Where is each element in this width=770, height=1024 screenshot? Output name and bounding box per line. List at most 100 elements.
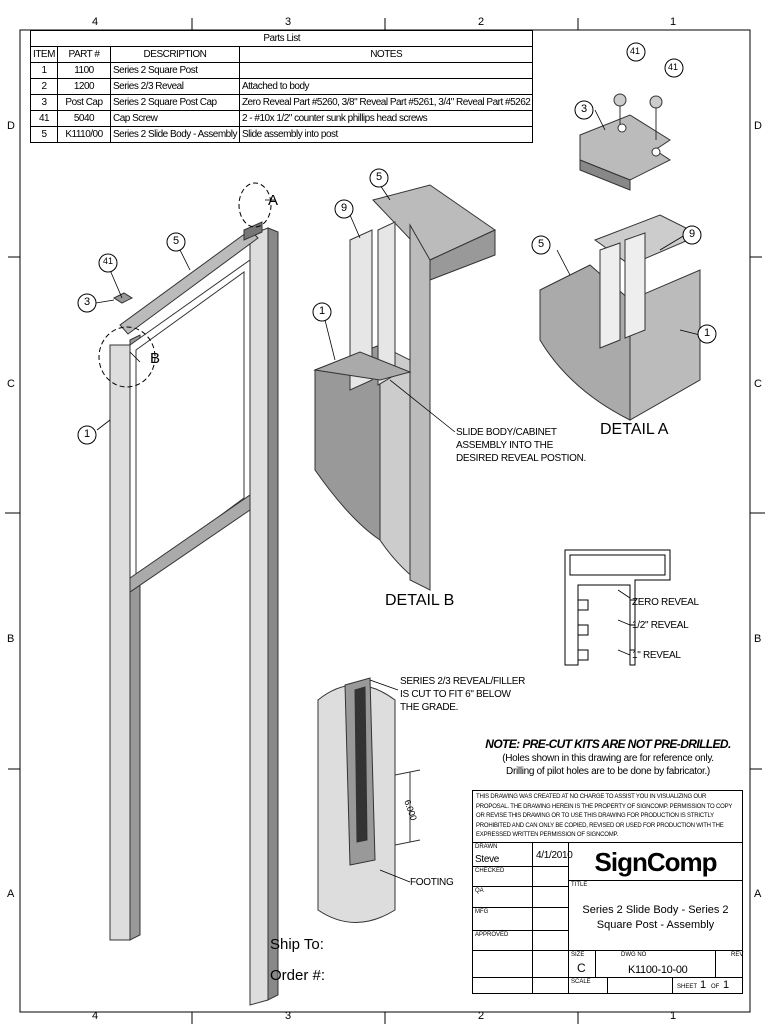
company-logo: SignComp	[594, 847, 718, 877]
balloons	[77, 42, 717, 445]
callout-5: 5	[173, 235, 180, 247]
dwg-no-label: DWG NO	[621, 952, 647, 958]
order-number-label: Order #:	[270, 967, 326, 984]
sheet-cell: SHEET 1 OF 1	[672, 977, 743, 994]
callout-41: 41	[630, 46, 641, 56]
size-label: SIZE	[571, 952, 585, 958]
size-value: C	[577, 961, 586, 975]
blank-cell	[472, 950, 533, 978]
detail-a-view	[539, 93, 702, 421]
disclaimer: THIS DRAWING WAS CREATED AT NO CHARGE TO…	[472, 790, 743, 843]
callout-1: 1	[319, 305, 326, 317]
header-description: DESCRIPTION	[110, 46, 240, 63]
zone-right-b: B	[754, 633, 762, 645]
note-line: DESIRED REVEAL POSTION.	[456, 453, 586, 464]
blank-cell	[472, 977, 533, 994]
note-line: THE GRADE.	[400, 702, 459, 713]
cell-part: 1200	[57, 78, 111, 95]
sheet-number: 1	[700, 979, 707, 991]
cell-item: 3	[30, 94, 58, 111]
drawn-label: DRAWN	[475, 844, 498, 850]
callout-5: 5	[538, 238, 545, 250]
zone-left-c: C	[7, 378, 15, 390]
company-cell: SignComp	[568, 842, 743, 881]
zone-bottom-2: 2	[478, 1010, 485, 1022]
mfg-cell: MFG	[472, 907, 533, 931]
cell-description: Series 2 Square Post	[110, 62, 240, 79]
drawing-title: Series 2 Slide Body - Series 2 Square Po…	[582, 904, 729, 931]
title-label: TITLE	[571, 882, 588, 888]
checked-label: CHECKED	[475, 868, 505, 874]
cell-notes	[238, 62, 534, 79]
cell-description: Series 2 Square Post Cap	[110, 94, 240, 111]
dwg-no-cell: DWG NO K1100-10-00	[595, 950, 716, 978]
zone-top-1: 1	[670, 16, 677, 28]
detail-b-view	[313, 184, 497, 591]
drawn-date: 4/1/2010	[536, 850, 573, 861]
zone-left-d: D	[7, 120, 15, 132]
cell-description: Series 2 Slide Body - Assembly	[110, 126, 240, 143]
zone-bottom-4: 4	[92, 1010, 99, 1022]
one-reveal-label: 1" REVEAL	[632, 650, 681, 661]
scale-value-cell	[607, 977, 673, 994]
detail-a-label: DETAIL A	[600, 421, 669, 438]
zone-bottom-3: 3	[285, 1010, 292, 1022]
checked-date-cell	[532, 866, 569, 887]
filler-note: SERIES 2/3 REVEAL/FILLER IS CUT TO FIT 6…	[400, 675, 525, 714]
note-line: ASSEMBLY INTO THE	[456, 440, 553, 451]
zone-right-a: A	[754, 888, 762, 900]
cell-notes: Zero Reveal Part #5260, 3/8" Reveal Part…	[238, 94, 534, 111]
header-part: PART #	[57, 46, 111, 63]
callout-5: 5	[376, 171, 383, 183]
note-line: Drilling of pilot holes are to be done b…	[506, 766, 710, 777]
slide-body-note: SLIDE BODY/CABINET ASSEMBLY INTO THE DES…	[456, 426, 586, 465]
cell-part: 5040	[57, 110, 111, 127]
sheet-total: 1	[723, 979, 730, 991]
scale-cell: SCALE	[568, 977, 608, 994]
cell-notes: Slide assembly into post	[238, 126, 534, 143]
cell-item: 41	[30, 110, 58, 127]
scale-label: SCALE	[571, 979, 591, 985]
reveal-profile	[564, 549, 671, 666]
qa-date-cell	[532, 886, 569, 908]
zone-top-3: 3	[285, 16, 292, 28]
parts-list-title: Parts List	[29, 30, 534, 47]
cell-item: 2	[30, 78, 58, 95]
zone-right-d: D	[754, 120, 762, 132]
zone-right-c: C	[754, 378, 762, 390]
qa-cell: QA	[472, 886, 533, 908]
note-line: (Holes shown in this drawing are for ref…	[502, 753, 714, 764]
zone-top-4: 4	[92, 16, 99, 28]
callout-41: 41	[668, 62, 679, 72]
callout-9: 9	[689, 228, 696, 240]
cell-part: 1100	[57, 62, 111, 79]
dwg-no-value: K1100-10-00	[628, 964, 688, 976]
callout-1: 1	[84, 428, 91, 440]
cell-notes: Attached to body	[238, 78, 534, 95]
callout-41: 41	[103, 256, 114, 266]
qa-label: QA	[475, 888, 484, 894]
rev-cell: REV	[715, 950, 743, 978]
pre-drill-note: NOTE: PRE-CUT KITS ARE NOT PRE-DRILLED. …	[462, 737, 754, 778]
half-reveal-label: 1/2" REVEAL	[632, 620, 689, 631]
approved-cell: APPROVED	[472, 930, 533, 951]
detail-a-marker: A	[268, 192, 279, 209]
callout-1: 1	[704, 327, 711, 339]
zero-reveal-label: ZERO REVEAL	[632, 597, 699, 608]
approved-date-cell	[532, 930, 569, 951]
blank-cell	[532, 950, 569, 978]
cell-notes: 2 - #10x 1/2" counter sunk phillips head…	[238, 110, 534, 127]
header-item: ITEM	[30, 46, 58, 63]
zone-top-2: 2	[478, 16, 485, 28]
sheet-label: SHEET	[677, 984, 698, 990]
mfg-date-cell	[532, 907, 569, 931]
cell-item: 5	[30, 126, 58, 143]
header-notes: NOTES	[238, 46, 534, 63]
title-cell: TITLE Series 2 Slide Body - Series 2 Squa…	[568, 880, 743, 951]
